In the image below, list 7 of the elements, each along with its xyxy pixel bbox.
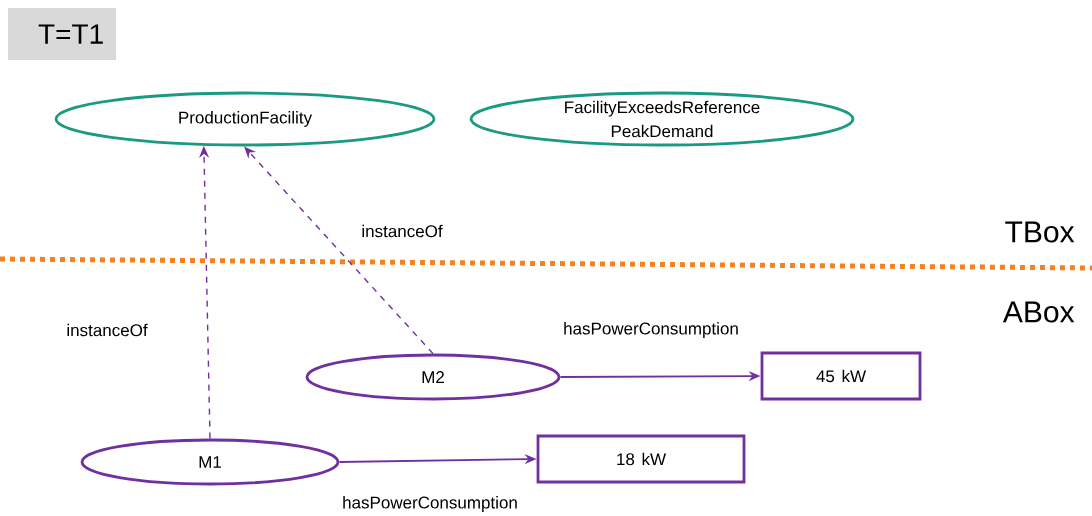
value-box: 18 kW bbox=[536, 434, 746, 484]
value-box: 45 kW bbox=[760, 351, 922, 401]
title-tag: T=T1 bbox=[8, 8, 116, 60]
edge-label: hasPowerConsumption bbox=[561, 320, 741, 340]
section-label: ABox bbox=[1002, 301, 1075, 323]
section-label: TBox bbox=[1005, 221, 1075, 243]
edge-label: hasPowerConsumption bbox=[340, 494, 520, 514]
